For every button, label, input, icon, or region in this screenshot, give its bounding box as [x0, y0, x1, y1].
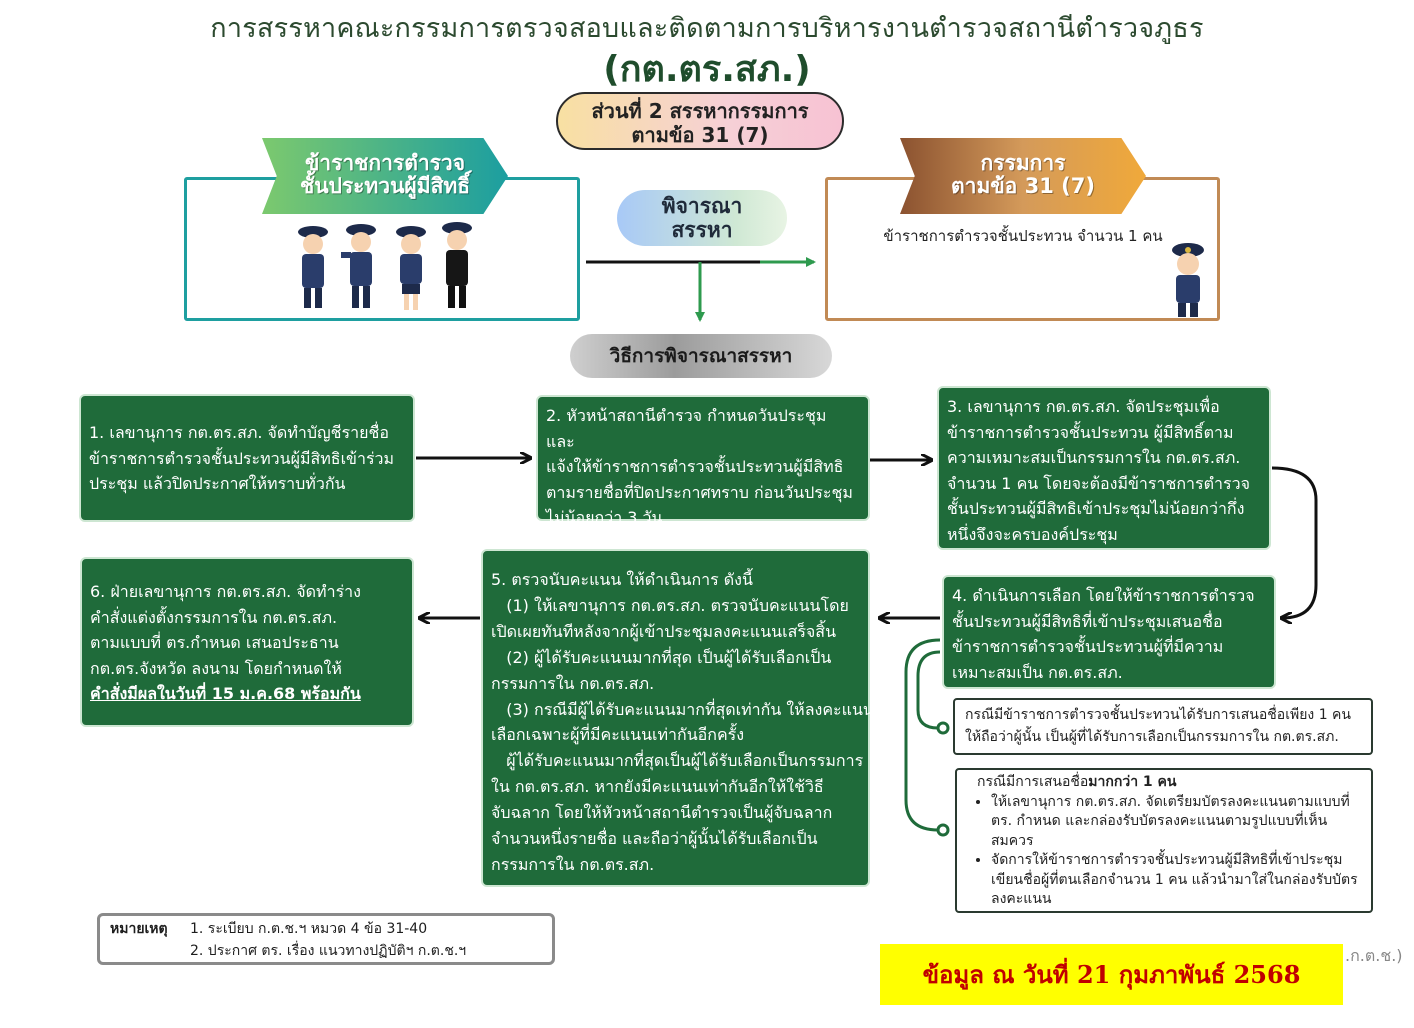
step-5-line: ใน กต.ตร.สภ. หากยังมีคะแนนเท่ากันอีกให้ใ… — [491, 777, 824, 797]
corner-fragment: .ก.ต.ช.) — [1345, 946, 1403, 965]
case-multiple-list: ให้เลขานุการ กต.ตร.สภ. จัดเตรียมบัตรลงคะ… — [977, 793, 1363, 910]
arrow-3-4 — [1271, 466, 1318, 618]
list-item: จัดการให้ข้าราชการตำรวจชั้นประทวนผู้มีสิ… — [991, 851, 1363, 910]
step-6-effective-date: คำสั่งมีผลในวันที่ 15 ม.ค.68 พร้อมกัน — [90, 684, 361, 703]
police-officers-illustration — [298, 222, 472, 310]
step-5-line: (3) กรณีมีผู้ได้รับคะแนนมากที่สุดเท่ากัน… — [491, 699, 874, 719]
remarks-label: หมายเหตุ — [110, 921, 168, 937]
step-5-line: เลือกเฉพาะผู้ที่มีคะแนนเท่ากันอีกครั้ง — [491, 725, 745, 745]
committee-description: ข้าราชการตำรวจชั้นประทวน จำนวน 1 คน — [883, 227, 1163, 245]
step-3-line: ความเหมาะสมเป็นกรรมการใน กต.ตร.สภ. — [947, 448, 1241, 467]
committee-banner-line1: กรรมการ — [980, 151, 1066, 175]
step-3-line: ข้าราชการตำรวจชั้นประทวน ผู้มีสิทธิ์ตาม — [947, 422, 1234, 442]
step-2-box: 2. หัวหน้าสถานีตำรวจ กำหนดวันประชุม และ … — [536, 395, 870, 527]
step-1-line: ประชุม แล้วปิดประกาศให้ทราบทั่วกัน — [89, 474, 346, 493]
police-officer-icon — [298, 226, 328, 308]
step-2-line: แจ้งให้ข้าราชการตำรวจชั้นประทวนผู้มีสิทธ… — [546, 457, 844, 476]
step-6-line: คำสั่งแต่งตั้งกรรมการใน กต.ตร.สภ. — [90, 607, 338, 627]
step-3-line: ชั้นประทวนผู้มีสิทธิเข้าประชุมไม่น้อยกว่… — [947, 499, 1245, 518]
eligible-police-banner-line1: ข้าราชการตำรวจ — [304, 151, 466, 175]
step-5-line: กรรมการใน กต.ตร.สภ. — [491, 854, 655, 874]
step-5-line: ผู้ได้รับคะแนนมากที่สุดเป็นผู้ได้รับเลือ… — [491, 751, 864, 771]
part-label-line1: ส่วนที่ 2 สรรหากรรมการ — [591, 99, 809, 123]
step-5-line: เปิดเผยทันทีหลังจากผู้เข้าประชุมลงคะแนนเ… — [491, 621, 836, 641]
remarks-lines: 1. ระเบียบ ก.ต.ช.ฯ หมวด 4 ข้อ 31-40 2. ป… — [190, 918, 466, 962]
step-2-line: ไม่น้อยกว่า 3 วัน — [546, 508, 663, 527]
remarks-box: หมายเหตุ 1. ระเบียบ ก.ต.ช.ฯ หมวด 4 ข้อ 3… — [97, 913, 555, 965]
step-4-line: 4. ดำเนินการเลือก โดยให้ข้าราชการตำรวจ — [952, 586, 1255, 605]
method-label: วิธีการพิจารณาสรรหา — [570, 334, 832, 378]
step-4-line: ชั้นประทวนผู้มีสิทธิที่เข้าประชุมเสนอชื่… — [952, 611, 1223, 631]
case-single-line: กรณีมีข้าราชการตำรวจชั้นประทวนได้รับการเ… — [965, 707, 1351, 723]
case-multiple-title-prefix: กรณีมีการเสนอชื่อ — [977, 774, 1089, 790]
step-1-line: 1. เลขานุการ กต.ตร.สภ. จัดทำบัญชีรายชื่อ — [89, 423, 389, 442]
step-5-line: จับฉลาก โดยให้หัวหน้าสถานีตำรวจเป็นผู้จั… — [491, 803, 833, 823]
step-1-box: 1. เลขานุการ กต.ตร.สภ. จัดทำบัญชีรายชื่อ… — [79, 394, 415, 522]
case-multiple-nominees: กรณีมีการเสนอชื่อมากกว่า 1 คน ให้เลขานุก… — [955, 768, 1373, 913]
list-item: ให้เลขานุการ กต.ตร.สภ. จัดเตรียมบัตรลงคะ… — [991, 793, 1363, 852]
remarks-line: 1. ระเบียบ ก.ต.ช.ฯ หมวด 4 ข้อ 31-40 — [190, 921, 428, 937]
step-3-line: จำนวน 1 คน โดยจะต้องมีข้าราชการตำรวจ — [947, 473, 1250, 493]
step-5-line: (1) ให้เลขานุการ กต.ตร.สภ. ตรวจนับคะแนนโ… — [491, 595, 849, 615]
remarks-line: 2. ประกาศ ตร. เรื่อง แนวทางปฏิบัติฯ ก.ต.… — [190, 943, 467, 959]
part-label-line2: ตามข้อ 31 (7) — [631, 123, 769, 147]
step-3-box: 3. เลขานุการ กต.ตร.สภ. จัดประชุมเพื่อ ข้… — [937, 386, 1271, 550]
step-2-line: ตามรายชื่อที่ปิดประกาศทราบ ก่อนวันประชุม — [546, 482, 853, 502]
step-5-line: จำนวนหนึ่งรายชื่อ และถือว่าผู้นั้นได้รับ… — [491, 829, 818, 849]
case-single-line: ให้ถือว่าผู้นั้น เป็นผู้ที่ได้รับการเลือ… — [965, 729, 1339, 745]
step-6-box: 6. ฝ่ายเลขานุการ กต.ตร.สภ. จัดทำร่าง คำส… — [80, 557, 414, 727]
step-4-line: เหมาะสมเป็น กต.ตร.สภ. — [952, 662, 1123, 682]
part-label: ส่วนที่ 2 สรรหากรรมการ ตามข้อ 31 (7) — [556, 92, 844, 150]
step-5-box: 5. ตรวจนับคะแนน ให้ดำเนินการ ดังนี้ (1) … — [481, 549, 874, 887]
consider-label: พิจารณา สรรหา — [617, 190, 787, 246]
police-officer-icon — [396, 226, 426, 310]
step-1-line: ข้าราชการตำรวจชั้นประทวนผู้มีสิทธิเข้าร่… — [89, 448, 395, 468]
police-officer-icon — [442, 222, 472, 308]
step-5-line: 5. ตรวจนับคะแนน ให้ดำเนินการ ดังนี้ — [491, 570, 753, 589]
step-6-line: ตามแบบที่ ตร.กำหนด เสนอประธาน — [90, 633, 339, 652]
consider-label-line1: พิจารณา — [661, 194, 743, 218]
page-title: การสรรหาคณะกรรมการตรวจสอบและติดตามการบริ… — [210, 13, 1204, 44]
case-multiple-title-bold: มากกว่า 1 คน — [1088, 774, 1177, 790]
step-4-line: ข้าราชการตำรวจชั้นประทวนผู้ที่มีความ — [952, 637, 1224, 656]
eligible-police-banner-line2: ชั้นประทวนผู้มีสิทธิ์ — [299, 174, 471, 198]
case-connector — [904, 638, 941, 832]
case-single-nominee: กรณีมีข้าราชการตำรวจชั้นประทวนได้รับการเ… — [953, 698, 1373, 755]
step-6-line: กต.ตร.จังหวัด ลงนาม โดยกำหนดให้ — [90, 658, 342, 678]
step-3-line: 3. เลขานุการ กต.ตร.สภ. จัดประชุมเพื่อ — [947, 397, 1220, 416]
step-5-line: กรรมการใน กต.ตร.สภ. — [491, 673, 655, 693]
step-5-line: (2) ผู้ได้รับคะแนนมากที่สุด เป็นผู้ได้รั… — [491, 647, 832, 667]
committee-banner-line2: ตามข้อ 31 (7) — [951, 174, 1095, 198]
eligible-police-banner: ข้าราชการตำรวจ ชั้นประทวนผู้มีสิทธิ์ — [262, 138, 508, 214]
step-4-box: 4. ดำเนินการเลือก โดยให้ข้าราชการตำรวจ ช… — [942, 575, 1276, 689]
police-officer-icon — [1172, 243, 1204, 317]
data-date-banner: ข้อมูล ณ วันที่ 21 กุมภาพันธ์ 2568 — [880, 944, 1343, 1005]
step-6-line: 6. ฝ่ายเลขานุการ กต.ตร.สภ. จัดทำร่าง — [90, 582, 361, 601]
step-3-line: หนึ่งจึงจะครบองค์ประชุม — [947, 524, 1118, 544]
step-2-line: 2. หัวหน้าสถานีตำรวจ กำหนดวันประชุม และ — [546, 406, 827, 451]
police-officer-icon — [341, 224, 376, 308]
consider-label-line2: สรรหา — [671, 218, 733, 242]
committee-banner: กรรมการ ตามข้อ 31 (7) — [900, 138, 1146, 214]
case-multiple-title: กรณีมีการเสนอชื่อมากกว่า 1 คน — [977, 773, 1363, 793]
page-subtitle: (กต.ตร.สภ.) — [603, 49, 811, 90]
